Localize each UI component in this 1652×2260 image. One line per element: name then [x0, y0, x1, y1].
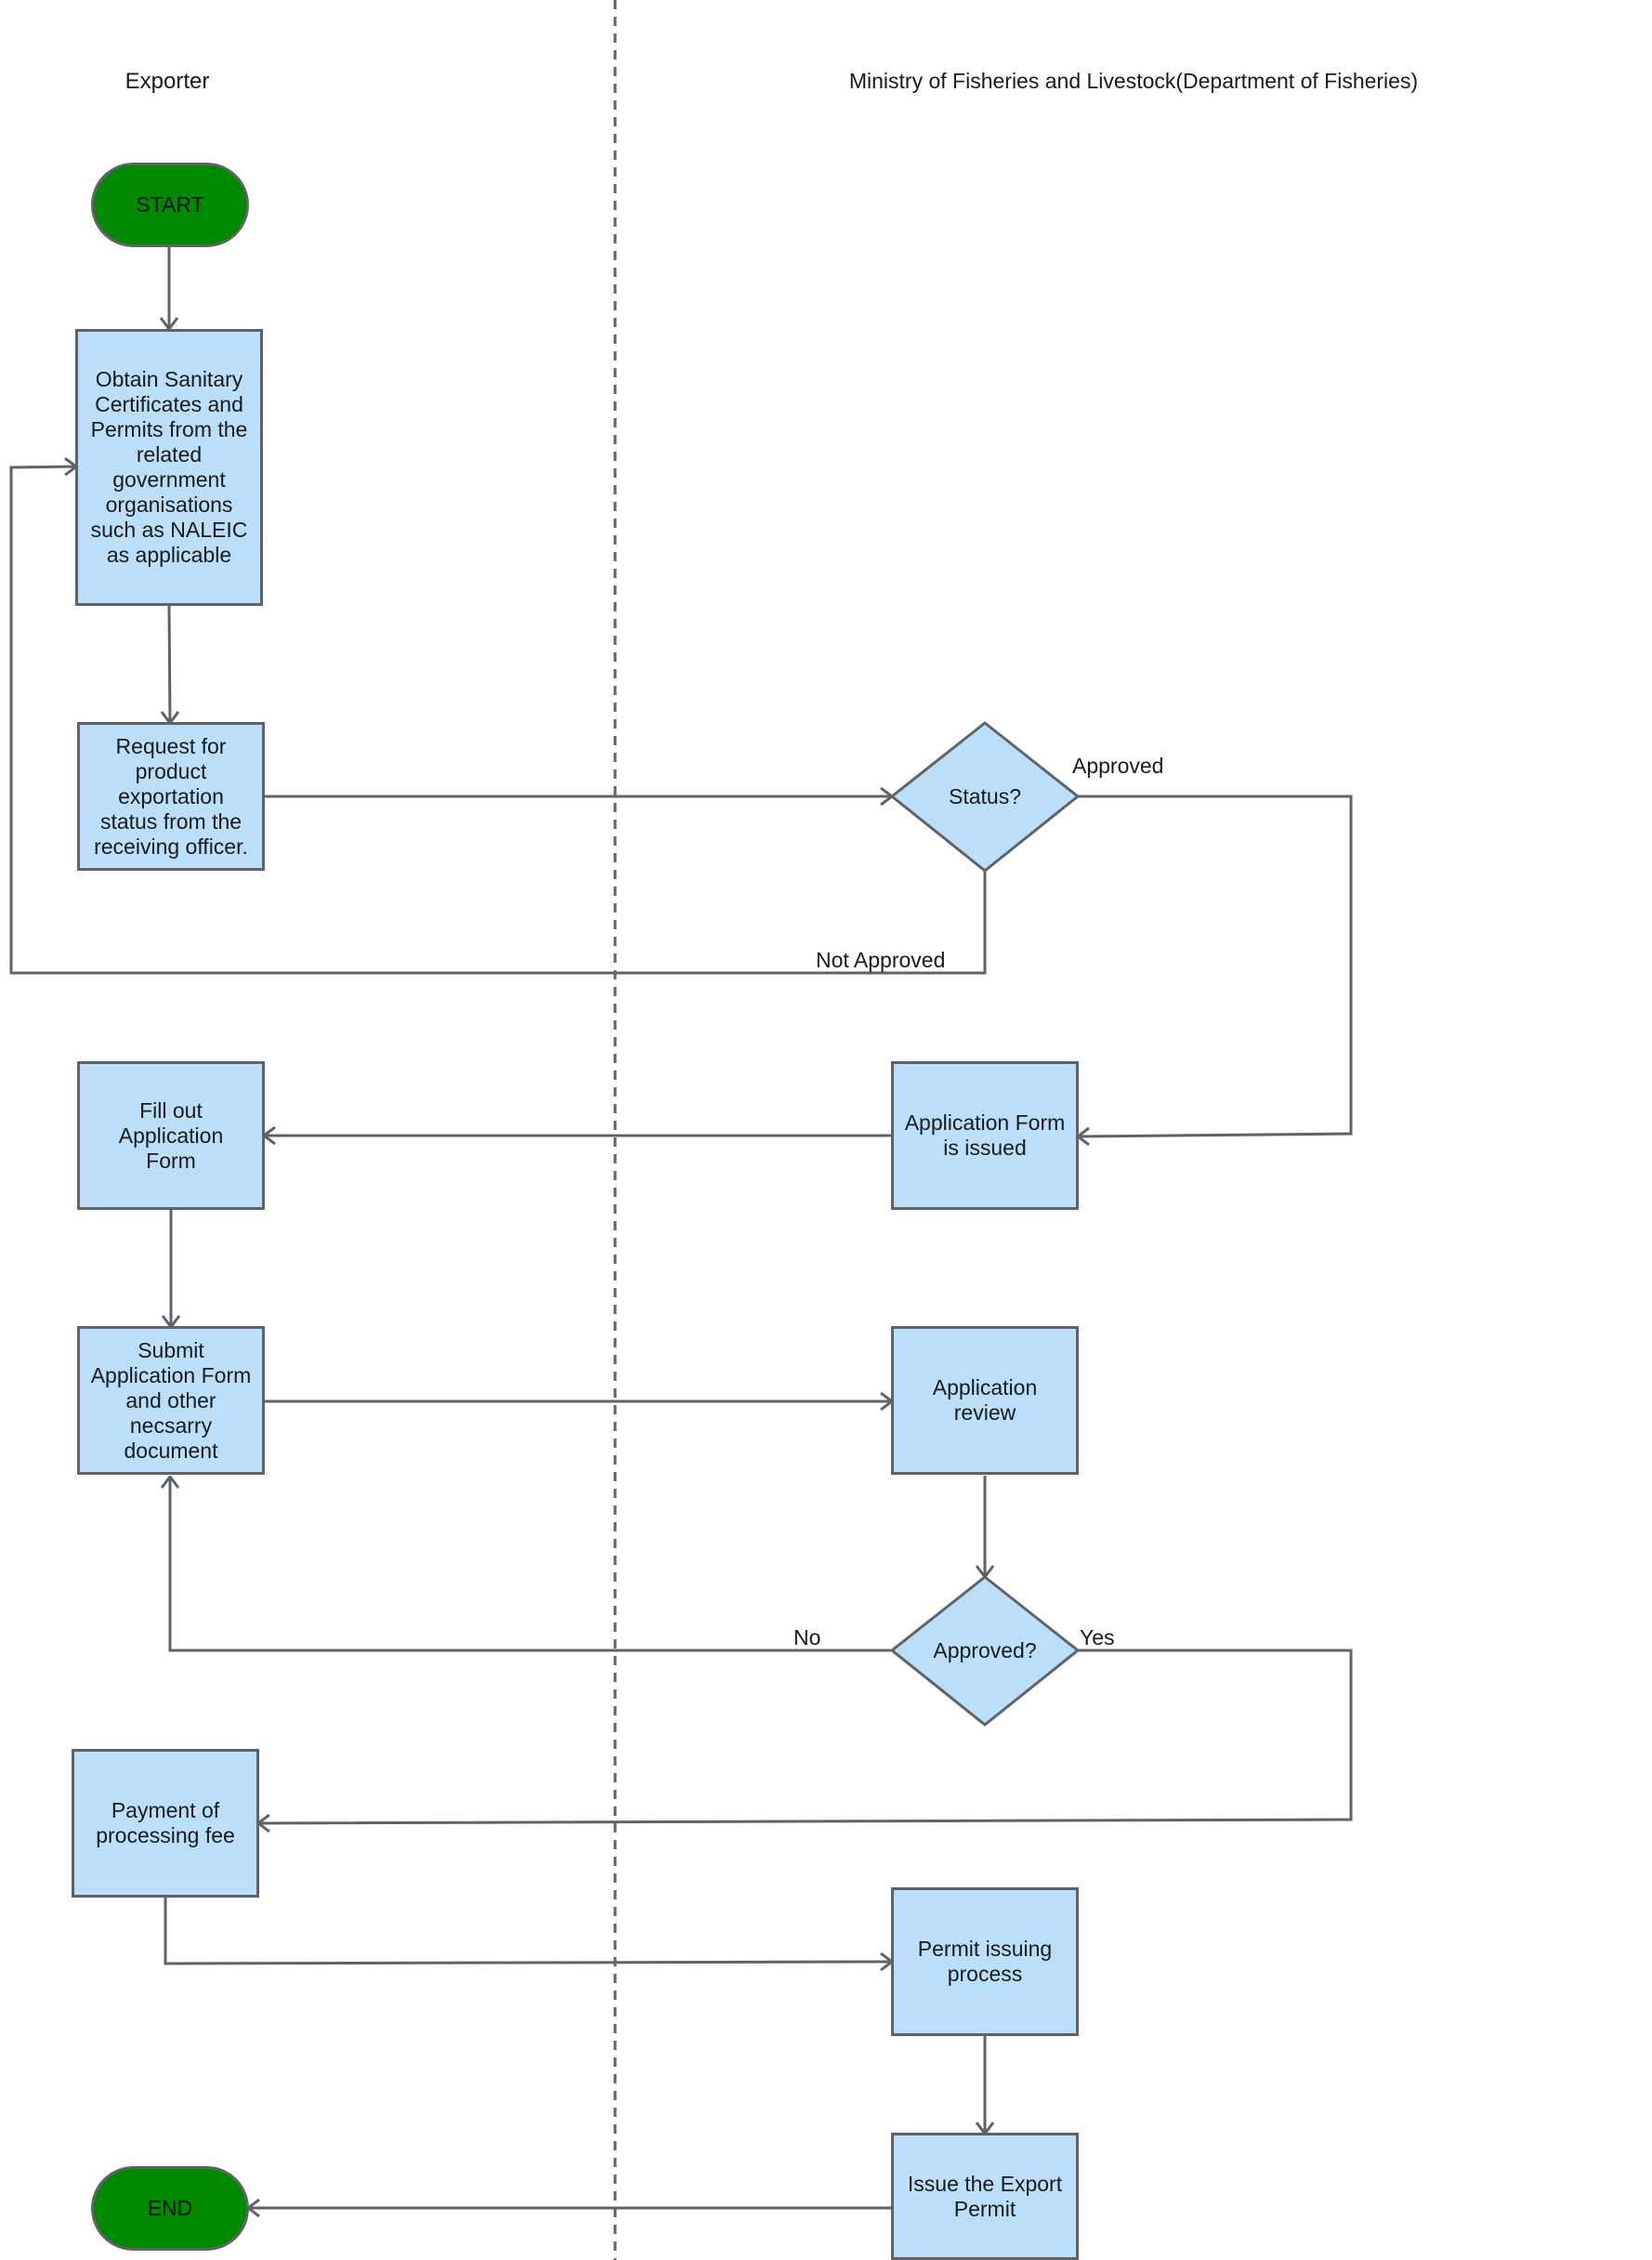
lane-header-ministry: Ministry of Fisheries and Livestock(Depa…	[848, 69, 1419, 93]
permit-process-label: Permit issuing process	[917, 1937, 1053, 1986]
edge-status-not-approved	[9, 466, 987, 975]
application-review-label: Application review	[932, 1375, 1038, 1425]
start-terminal: START	[91, 163, 249, 247]
status-diamond-shape	[889, 721, 1081, 873]
edge-obtain-to-request	[169, 605, 170, 723]
edge-approved-no	[170, 1477, 892, 1652]
status-decision: Status?	[892, 723, 1078, 871]
end-label: END	[147, 2196, 193, 2220]
status-decision-label: Status?	[949, 784, 1021, 808]
start-label: START	[136, 192, 204, 217]
application-review-box: Application review	[891, 1326, 1079, 1475]
submit-form-box: Submit Application Form and other necsar…	[77, 1326, 265, 1475]
edge-payment-to-permit	[164, 1898, 892, 1964]
form-issued-label: Application Form is issued	[904, 1110, 1066, 1160]
approved-diamond-shape	[889, 1575, 1081, 1727]
issue-permit-label: Issue the Export Permit	[907, 2171, 1063, 2221]
approved-decision-label: Approved?	[933, 1638, 1037, 1662]
submit-form-label: Submit Application Form and other necsar…	[90, 1337, 252, 1463]
form-issued-box: Application Form is issued	[891, 1061, 1079, 1210]
edge-label-yes: Yes	[1080, 1625, 1115, 1649]
fill-out-form-label: Fill out Application Form	[118, 1097, 224, 1173]
approved-decision: Approved?	[892, 1577, 1078, 1725]
lane-header-exporter: Exporter	[125, 69, 210, 94]
edge-status-approved	[1078, 795, 1353, 1137]
request-status-box: Request for product exportation status f…	[77, 722, 265, 871]
payment-box: Payment of processing fee	[72, 1749, 259, 1898]
edge-label-approved: Approved	[1072, 754, 1164, 778]
fill-out-form-box: Fill out Application Form	[77, 1061, 265, 1210]
issue-permit-box: Issue the Export Permit	[891, 2133, 1079, 2260]
edge-label-not-approved: Not Approved	[816, 948, 946, 972]
request-status-label: Request for product exportation status f…	[94, 733, 248, 859]
obtain-certificates-label: Obtain Sanitary Certificates and Permits…	[90, 367, 248, 567]
end-terminal: END	[91, 2166, 249, 2251]
permit-process-box: Permit issuing process	[891, 1887, 1079, 2036]
edge-label-no: No	[793, 1625, 821, 1649]
edge-approved-yes	[258, 1649, 1353, 1823]
obtain-certificates-box: Obtain Sanitary Certificates and Permits…	[75, 329, 263, 606]
payment-label: Payment of processing fee	[96, 1798, 235, 1847]
